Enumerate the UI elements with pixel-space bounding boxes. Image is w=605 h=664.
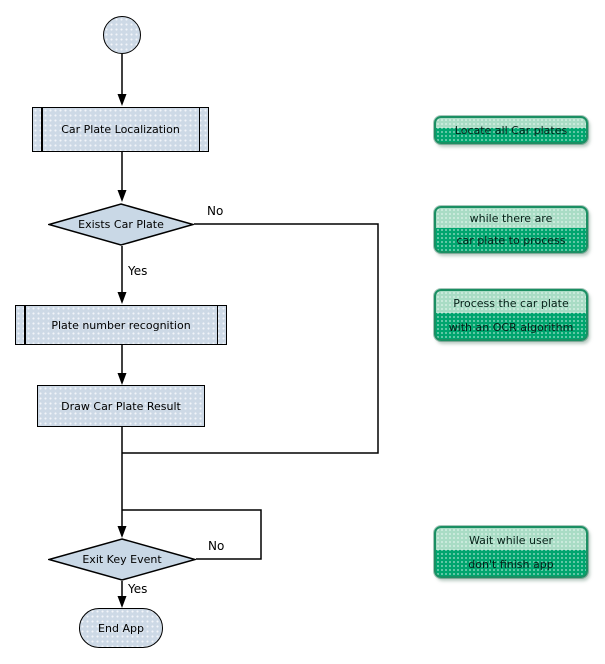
node-car-plate-localization: Car Plate Localization (32, 107, 209, 152)
diamond-shape (48, 538, 196, 581)
callout-text: Locate all Car plates (454, 123, 568, 137)
node-exit-key-event: Exit Key Event (48, 538, 196, 581)
node-plate-number-recognition: Plate number recognition (15, 305, 227, 345)
node-label: End App (98, 621, 144, 635)
callout-text: with an OCR algorithm (448, 320, 574, 334)
arrowhead (117, 596, 127, 608)
start-node (103, 16, 141, 54)
arrowhead (117, 373, 127, 385)
callout-text: car plate to process (456, 233, 566, 247)
callout-text: while there are (469, 212, 553, 226)
callout-text: Wait while user (468, 533, 554, 547)
callout-text: Process the car plate (453, 296, 569, 310)
node-label: Exists Car Plate (78, 217, 164, 231)
callout-wait-user-finish: Wait while user don't finish app (434, 526, 588, 578)
diamond-shape (48, 203, 194, 246)
arrowhead (117, 94, 127, 106)
edge-exists-no-loop (122, 223, 379, 454)
arrowhead (117, 190, 127, 202)
edge-exitkey-no-loop (122, 509, 262, 560)
callout-locate-all-car-plates: Locate all Car plates (434, 116, 588, 144)
edge-label-exists-no: No (206, 204, 225, 218)
edge-label-exit-no: No (207, 539, 226, 553)
arrowhead (117, 292, 127, 304)
arrowhead (117, 526, 127, 538)
node-draw-car-plate-result: Draw Car Plate Result (37, 385, 205, 427)
node-label: Car Plate Localization (61, 123, 180, 136)
node-end-app: End App (79, 608, 163, 648)
edge-label-exit-yes: Yes (127, 582, 149, 596)
edge-label-exists-yes: Yes (127, 264, 149, 278)
callout-text: don't finish app (468, 557, 554, 571)
node-label: Draw Car Plate Result (61, 399, 181, 413)
node-exists-car-plate: Exists Car Plate (48, 203, 194, 246)
callout-while-there-are-plates: while there are car plate to process (434, 206, 588, 253)
callout-process-with-ocr: Process the car plate with an OCR algori… (434, 289, 588, 341)
node-label: Plate number recognition (51, 318, 191, 332)
node-label: Exit Key Event (82, 552, 162, 566)
